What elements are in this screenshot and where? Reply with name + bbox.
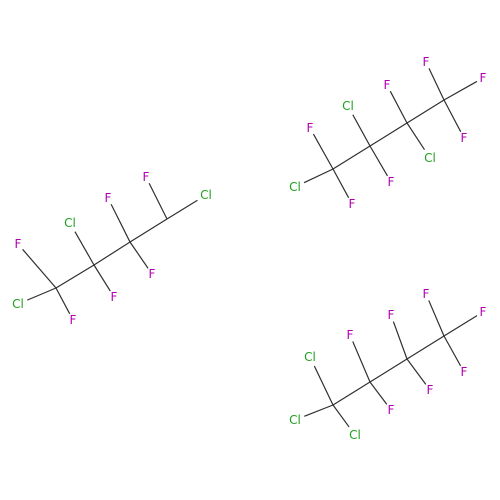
bond-line [352, 114, 371, 147]
bond-line [332, 168, 350, 199]
fluorine-atom-label: F [388, 175, 395, 189]
bond-line [369, 381, 388, 405]
fluorine-atom-label: F [111, 290, 118, 304]
bond-line [55, 287, 71, 315]
bond-line [369, 122, 408, 147]
bond-line [22, 248, 57, 289]
bond-line [443, 80, 478, 101]
bond-line [26, 287, 57, 301]
fluorine-atom-label: F [384, 78, 391, 92]
bond-line [428, 300, 445, 337]
bond-line [332, 145, 371, 170]
fluorine-atom-label: F [307, 121, 314, 135]
bond-line [406, 358, 427, 385]
bond-line [303, 168, 334, 184]
chlorine-atom-label: Cl [349, 428, 361, 442]
bond-line [93, 264, 111, 292]
fluorine-atom-label: F [427, 383, 434, 397]
fluorine-atom-label: F [461, 365, 468, 379]
bond-line [332, 404, 350, 428]
chlorine-atom-label: Cl [12, 297, 24, 311]
bond-line [148, 182, 168, 220]
fluorine-atom-label: F [388, 403, 395, 417]
chlorine-atom-label: Cl [289, 180, 301, 194]
fluorine-atom-label: F [70, 313, 77, 327]
bond-line [392, 321, 408, 360]
fluorine-atom-label: F [15, 237, 22, 251]
bond-line [369, 145, 388, 177]
chlorine-atom-label: Cl [200, 188, 212, 202]
fluorine-atom-label: F [149, 267, 156, 281]
fluorine-atom-label: F [480, 71, 487, 85]
chlorine-atom-label: Cl [64, 216, 76, 230]
chlorine-atom-label: Cl [342, 99, 354, 113]
bond-line [406, 99, 445, 124]
bond-line [443, 99, 462, 133]
bond-line [389, 90, 408, 124]
fluorine-atom-label: F [143, 170, 150, 184]
bond-line [74, 231, 95, 266]
fluorine-atom-label: F [105, 191, 112, 205]
fluorine-atom-label: F [347, 328, 354, 342]
bond-line [332, 381, 371, 406]
bond-line [406, 122, 426, 150]
bond-line [55, 264, 95, 289]
bond-line [129, 218, 168, 243]
bond-line [443, 315, 478, 337]
bond-line [443, 335, 462, 367]
fluorine-atom-label: F [423, 55, 430, 69]
bond-line [93, 241, 131, 266]
fluorine-atom-label: F [423, 287, 430, 301]
bond-line [110, 203, 131, 243]
bond-line [406, 335, 445, 360]
chlorine-atom-label: Cl [304, 350, 316, 364]
fluorine-atom-label: F [480, 305, 487, 319]
bond-line [129, 241, 149, 269]
fluorine-atom-label: F [349, 197, 356, 211]
bond-line [352, 341, 371, 383]
fluorine-atom-label: F [388, 308, 395, 322]
chlorine-atom-label: Cl [424, 151, 436, 165]
fluorine-atom-label: F [461, 131, 468, 145]
bond-line [304, 404, 334, 417]
bond-line [312, 133, 334, 170]
bond-line [166, 199, 198, 220]
bond-line [369, 358, 408, 383]
bond-line [428, 68, 445, 101]
bond-line [313, 365, 334, 406]
chlorine-atom-label: Cl [289, 413, 301, 427]
